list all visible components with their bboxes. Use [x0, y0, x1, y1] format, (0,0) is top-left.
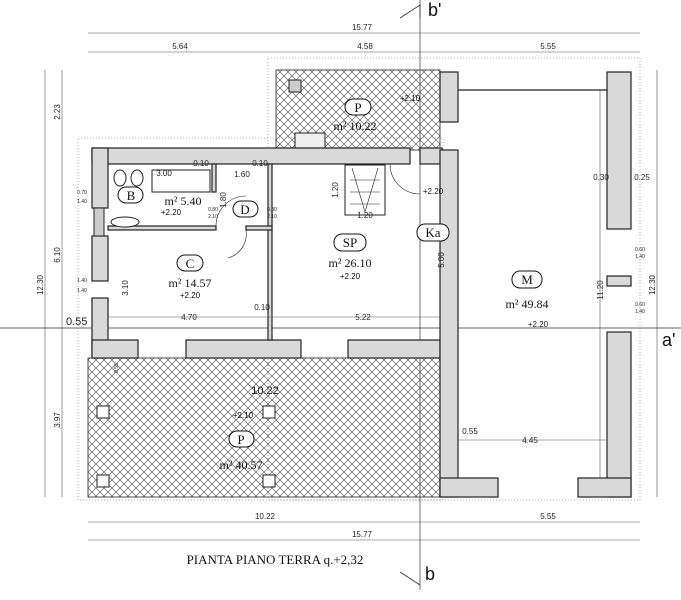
dim-c-width: 4.70	[181, 313, 197, 322]
dim-c-height: 3.10	[121, 280, 130, 296]
svg-text:Ka: Ka	[425, 225, 440, 240]
dim-win-right-2a: 0.60	[635, 302, 645, 308]
dim-terrace-wall: 0.55	[114, 363, 120, 373]
dim-stair-w: 1.20	[357, 211, 373, 220]
dim-door-d2b: 2.10	[267, 214, 277, 220]
section-a-left: 0.55	[66, 316, 87, 328]
room-p-top: P +2.10 m² 10.22	[334, 94, 421, 133]
dim-tub: 3.00	[156, 169, 172, 178]
room-p-bottom: P +2.10 m² 40.57	[220, 411, 263, 472]
dim-right-total: 12.30	[648, 274, 657, 295]
dim-win-left-1b: 1.40	[77, 199, 87, 205]
room-sp: SP m² 26.10 +2.20	[329, 233, 372, 281]
sink	[110, 216, 140, 228]
svg-text:m² 14.57: m² 14.57	[169, 276, 212, 290]
svg-text:P: P	[237, 432, 244, 447]
dim-bottom-total: 15.77	[352, 530, 373, 539]
svg-text:M: M	[521, 272, 533, 287]
dim-win-right-1a: 0.60	[635, 247, 645, 253]
dim-bath-wall-2: 0.10	[252, 159, 268, 168]
room-d: D	[232, 200, 259, 218]
svg-text:m² 5.40: m² 5.40	[165, 194, 202, 208]
staircase	[344, 164, 386, 216]
terrace-bottom	[87, 357, 441, 498]
svg-text:SP: SP	[343, 235, 357, 250]
section-b-bottom: b	[425, 564, 435, 584]
dim-door-d1a: 0.80	[208, 207, 218, 213]
dim-top-b: 4.58	[357, 42, 373, 51]
dim-win-right-1b: 1.40	[635, 254, 645, 260]
dim-stair-h: 1.20	[331, 182, 340, 198]
dim-top-c: 5.55	[540, 42, 556, 51]
dim-m-wall-b: 0.55	[462, 427, 478, 436]
svg-text:+2.10: +2.10	[233, 411, 254, 420]
plan-title: PIANTA PIANO TERRA q.+2,32	[187, 552, 364, 567]
dim-win-right-2b: 1.40	[635, 309, 645, 315]
dim-win-left-2b: 1.40	[77, 288, 87, 294]
room-b: B m² 5.40 +2.20	[117, 186, 202, 217]
room-ka: Ka +2.20	[416, 187, 450, 242]
room-c: C m² 14.57 +2.20	[169, 254, 212, 300]
dim-bath-wall-1: 0.10	[193, 159, 209, 168]
dim-left-b: 6.10	[53, 247, 62, 263]
dim-c-wall: 0.10	[254, 303, 270, 312]
toilet	[130, 169, 144, 187]
room-m: M m² 49.84 +2.20	[506, 270, 549, 329]
section-b-top: b'	[428, 0, 441, 20]
svg-text:B: B	[127, 188, 136, 203]
dim-m-len: 11.20	[596, 280, 605, 300]
dim-door-d1b: 2.10	[208, 214, 218, 220]
svg-text:+2.20: +2.20	[161, 208, 182, 217]
dim-bath-len: 1.60	[234, 170, 250, 179]
svg-text:m² 40.57: m² 40.57	[220, 458, 263, 472]
dimension-lines	[44, 32, 658, 541]
svg-text:+2.10: +2.10	[400, 94, 421, 103]
dim-bottom-a: 10.22	[255, 512, 276, 521]
svg-text:m² 49.84: m² 49.84	[506, 297, 549, 311]
section-a-right: a'	[662, 330, 675, 350]
dim-bottom-b: 5.55	[540, 512, 556, 521]
svg-text:+2.20: +2.20	[340, 272, 361, 281]
dim-left-a: 2.23	[53, 104, 62, 120]
svg-text:D: D	[240, 202, 249, 217]
svg-text:+2.20: +2.20	[528, 320, 549, 329]
dim-ka-len: 5.00	[437, 252, 446, 268]
svg-text:+2.20: +2.20	[423, 187, 444, 196]
dim-win-left-2a: 1.40	[77, 278, 87, 284]
dim-m-width: 4.45	[522, 436, 538, 445]
dim-left-c: 3.97	[53, 412, 62, 428]
dim-win-left-1a: 0.70	[77, 190, 87, 196]
bidet	[113, 169, 127, 187]
dim-top-total: 15.77	[352, 23, 373, 32]
svg-text:C: C	[186, 256, 195, 271]
dim-top-a: 5.64	[172, 42, 188, 51]
svg-text:m² 26.10: m² 26.10	[329, 256, 372, 270]
dim-left-total: 12.30	[36, 274, 45, 295]
dim-terrace-width: 10.22	[251, 385, 279, 397]
dim-sp-width: 5.22	[355, 313, 371, 322]
dim-m-wall-out: 0.25	[634, 173, 650, 182]
svg-text:+2.20: +2.20	[180, 291, 201, 300]
dim-bath-h: 1.80	[219, 192, 228, 208]
dim-m-wall-in: 0.30	[593, 173, 609, 182]
dim-door-d2a: 0.80	[267, 207, 277, 213]
svg-text:P: P	[354, 100, 361, 115]
svg-text:m² 10.22: m² 10.22	[334, 119, 377, 133]
bathtub	[151, 169, 211, 193]
